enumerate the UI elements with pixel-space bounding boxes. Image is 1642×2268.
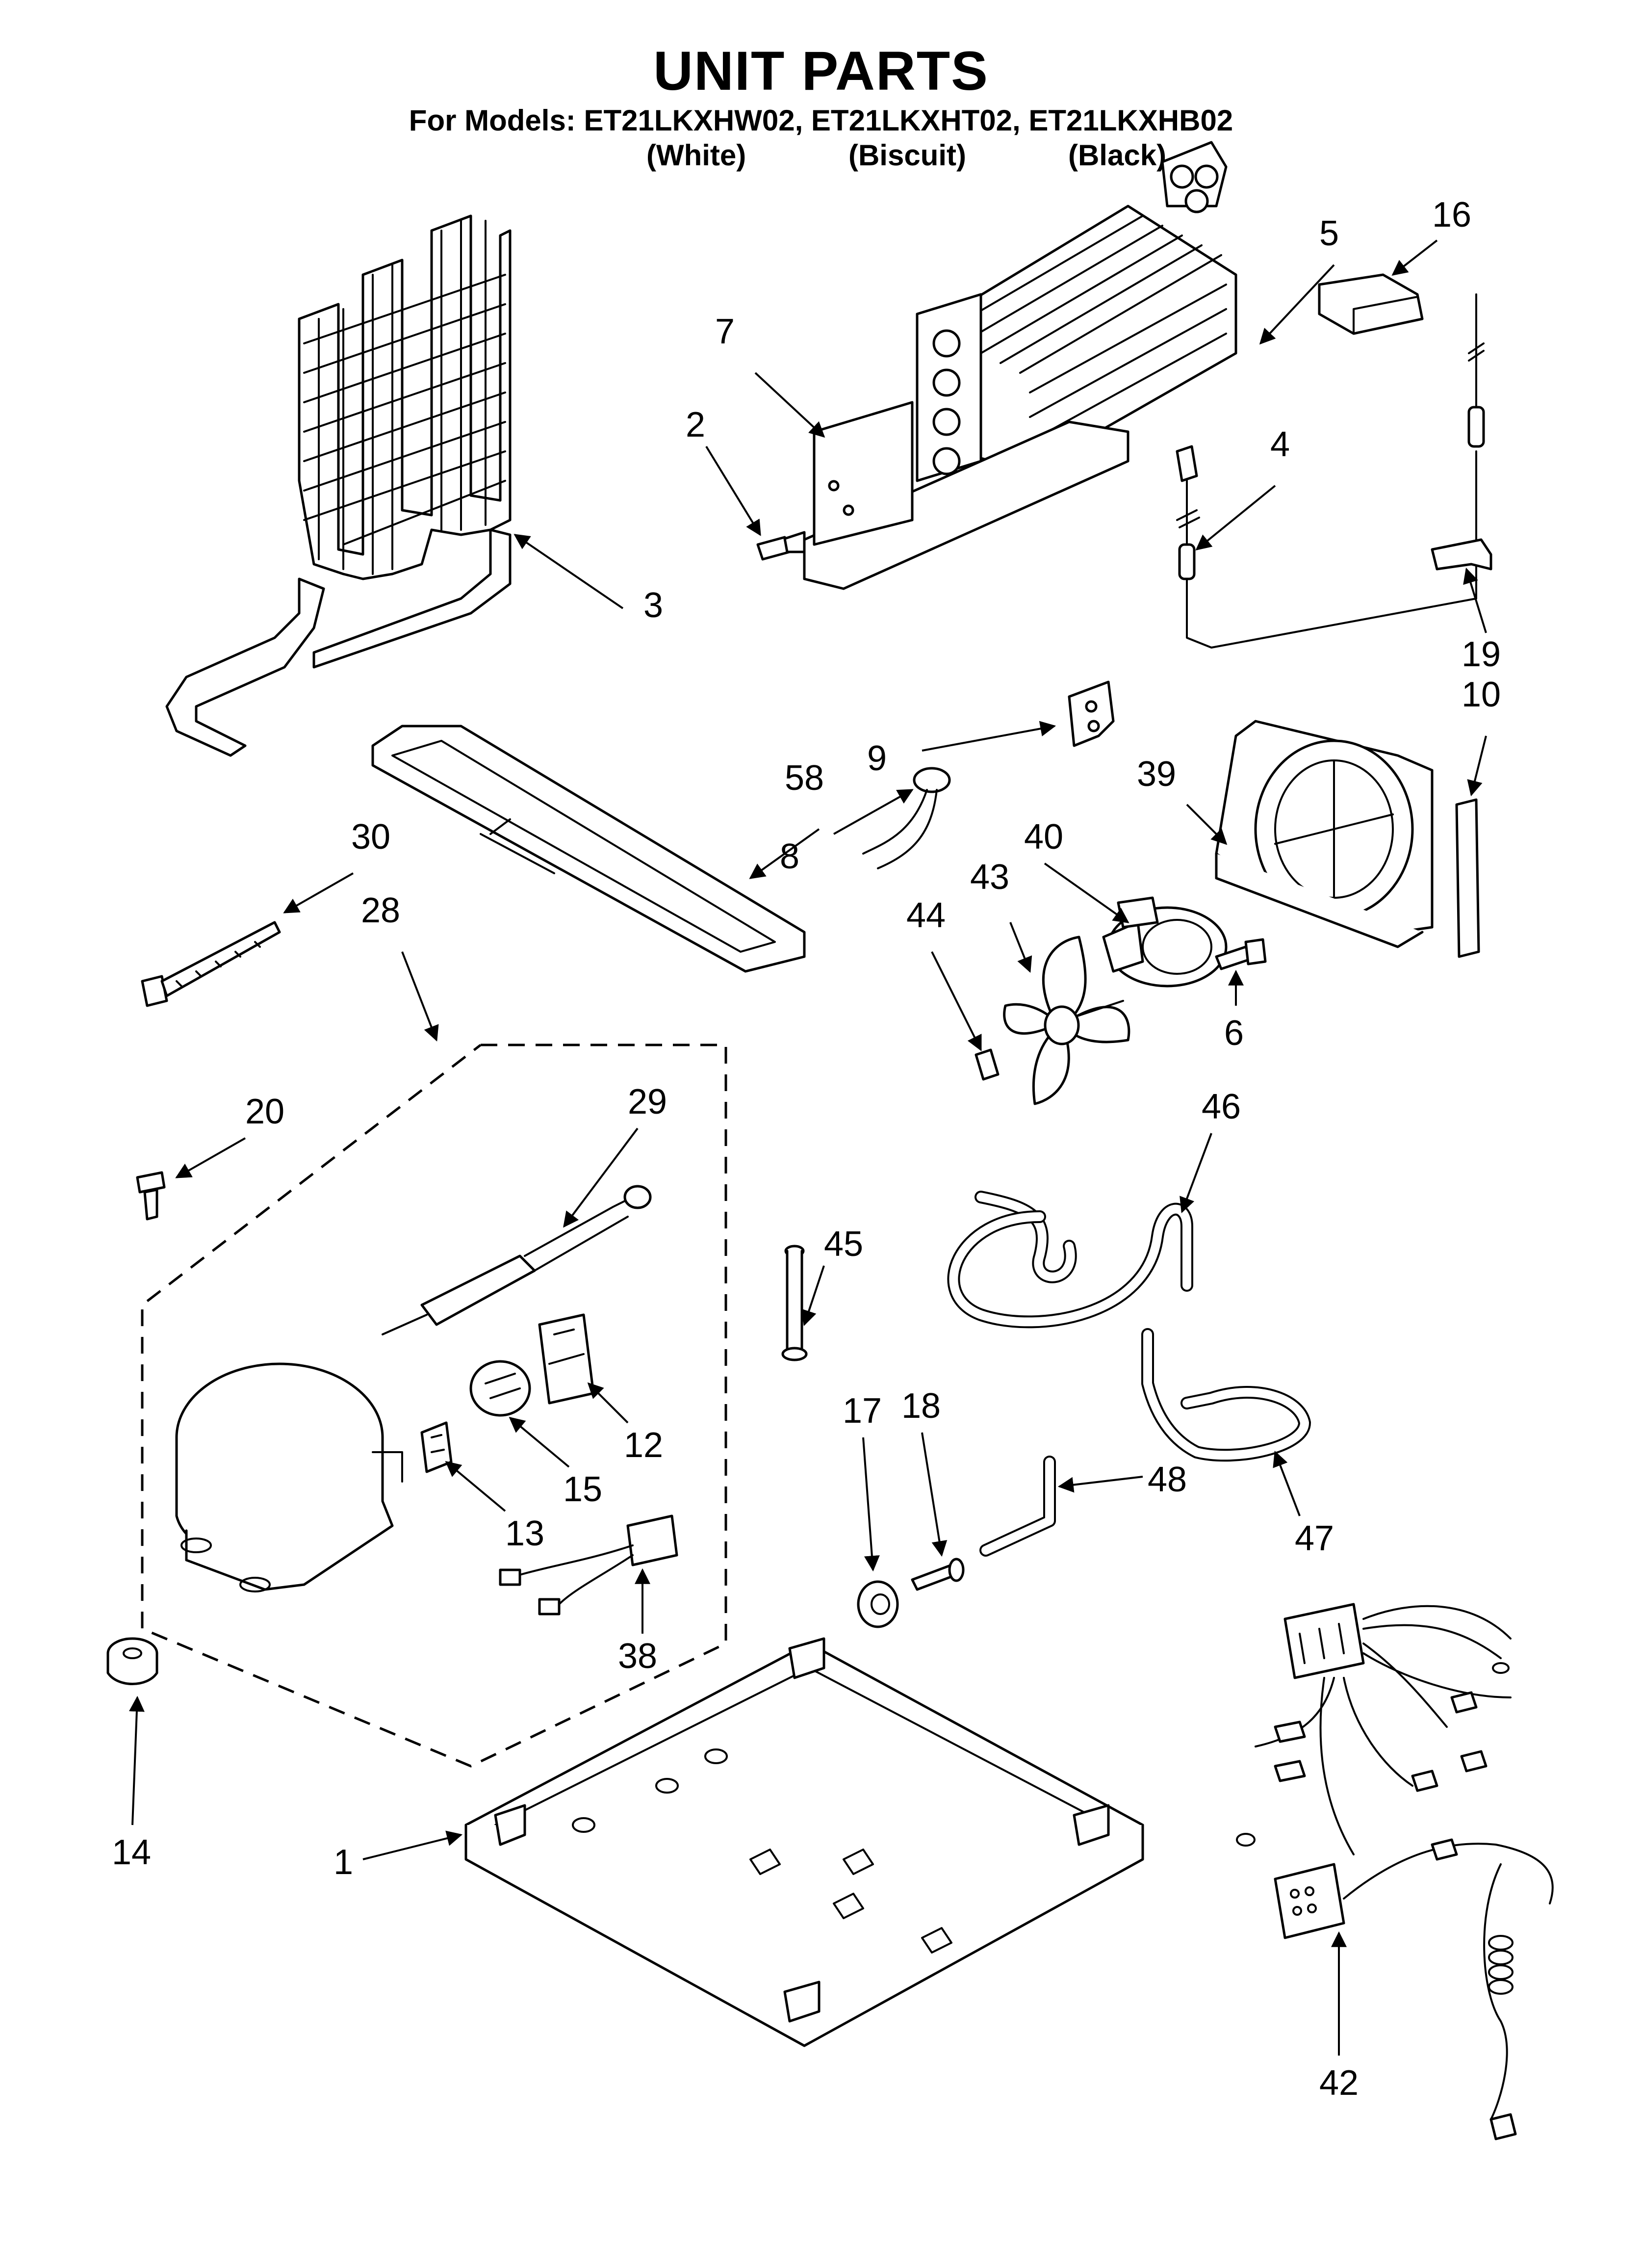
gasket-strip <box>1455 798 1480 958</box>
callout-13: 13 <box>505 1514 544 1553</box>
callout-8: 8 <box>780 837 799 876</box>
callout-16: 16 <box>1432 195 1471 235</box>
suction-tube <box>1141 1328 1311 1462</box>
callout-40: 40 <box>1024 817 1063 857</box>
callout-28: 28 <box>361 891 400 930</box>
callout-2: 2 <box>686 405 705 444</box>
callout-42: 42 <box>1319 2063 1359 2103</box>
fan-bracket <box>1068 680 1115 747</box>
color-label-black: (Black) <box>1068 139 1167 172</box>
callout-38: 38 <box>618 1637 657 1676</box>
callout-12: 12 <box>624 1426 663 1465</box>
fan-motor <box>1102 896 1228 988</box>
callout-14: 14 <box>112 1833 151 1872</box>
compressor <box>175 1362 403 1592</box>
roller <box>857 1580 899 1628</box>
terminal-cover <box>420 1421 453 1473</box>
callout-7: 7 <box>715 312 735 351</box>
base-frame <box>464 1637 1144 2047</box>
callout-15: 15 <box>563 1470 602 1509</box>
callout-9: 9 <box>867 739 887 778</box>
color-label-biscuit: (Biscuit) <box>848 139 966 172</box>
pin <box>781 1245 808 1361</box>
motor-screw <box>1215 938 1267 970</box>
process-tube <box>979 1456 1056 1557</box>
callout-17: 17 <box>843 1391 882 1431</box>
callout-4: 4 <box>1270 425 1290 464</box>
fan-shroud <box>1215 720 1434 948</box>
roller-axle <box>911 1558 965 1591</box>
header: UNIT PARTS For Models: ET21LKXHW02, ET21… <box>0 39 1642 138</box>
callout-20: 20 <box>245 1092 284 1131</box>
compressor-harness <box>499 1514 678 1616</box>
discharge-tube <box>947 1191 1193 1329</box>
callout-29: 29 <box>628 1082 667 1121</box>
main-wire-harness <box>1236 1603 1554 2140</box>
clip <box>1431 538 1492 571</box>
cap <box>1318 273 1424 335</box>
callout-47: 47 <box>1295 1519 1334 1558</box>
compressor-kit-boundary <box>141 1043 727 1768</box>
color-label-white: (White) <box>646 139 746 172</box>
page-title: UNIT PARTS <box>653 40 989 102</box>
callout-19: 19 <box>1462 635 1501 674</box>
condenser-coil <box>165 214 512 757</box>
overload-protector <box>469 1360 531 1417</box>
callout-45: 45 <box>824 1225 863 1264</box>
callout-46: 46 <box>1202 1087 1241 1126</box>
callout-6: 6 <box>1224 1014 1244 1053</box>
rubber-grommet <box>106 1637 158 1685</box>
callout-43: 43 <box>970 858 1009 897</box>
start-relay <box>538 1313 595 1405</box>
callout-39: 39 <box>1137 755 1176 794</box>
callout-44: 44 <box>906 896 946 935</box>
models-line: For Models: ET21LKXHW02, ET21LKXHT02, ET… <box>409 104 1233 137</box>
callout-30: 30 <box>351 817 390 857</box>
blade-retainer <box>975 1048 1000 1081</box>
drain-pan <box>371 725 806 973</box>
filter-drier <box>382 1185 652 1335</box>
callout-48: 48 <box>1148 1460 1187 1499</box>
screw <box>756 531 806 561</box>
cable-tie <box>141 921 281 1007</box>
callout-10: 10 <box>1462 675 1501 714</box>
mounting-screw <box>136 1171 166 1221</box>
callout-3: 3 <box>643 586 663 625</box>
callout-58: 58 <box>785 758 824 798</box>
callout-5: 5 <box>1319 214 1339 253</box>
callout-numbers: 3 2 5 7 16 4 19 10 39 9 8 58 40 43 44 6 … <box>112 195 1501 2103</box>
evaporator-bracket <box>803 401 1129 590</box>
callout-18: 18 <box>901 1386 941 1426</box>
sensor <box>862 767 951 869</box>
fan-blade <box>1003 936 1130 1105</box>
leader-lines <box>128 239 1487 2056</box>
callout-1: 1 <box>334 1843 353 1882</box>
